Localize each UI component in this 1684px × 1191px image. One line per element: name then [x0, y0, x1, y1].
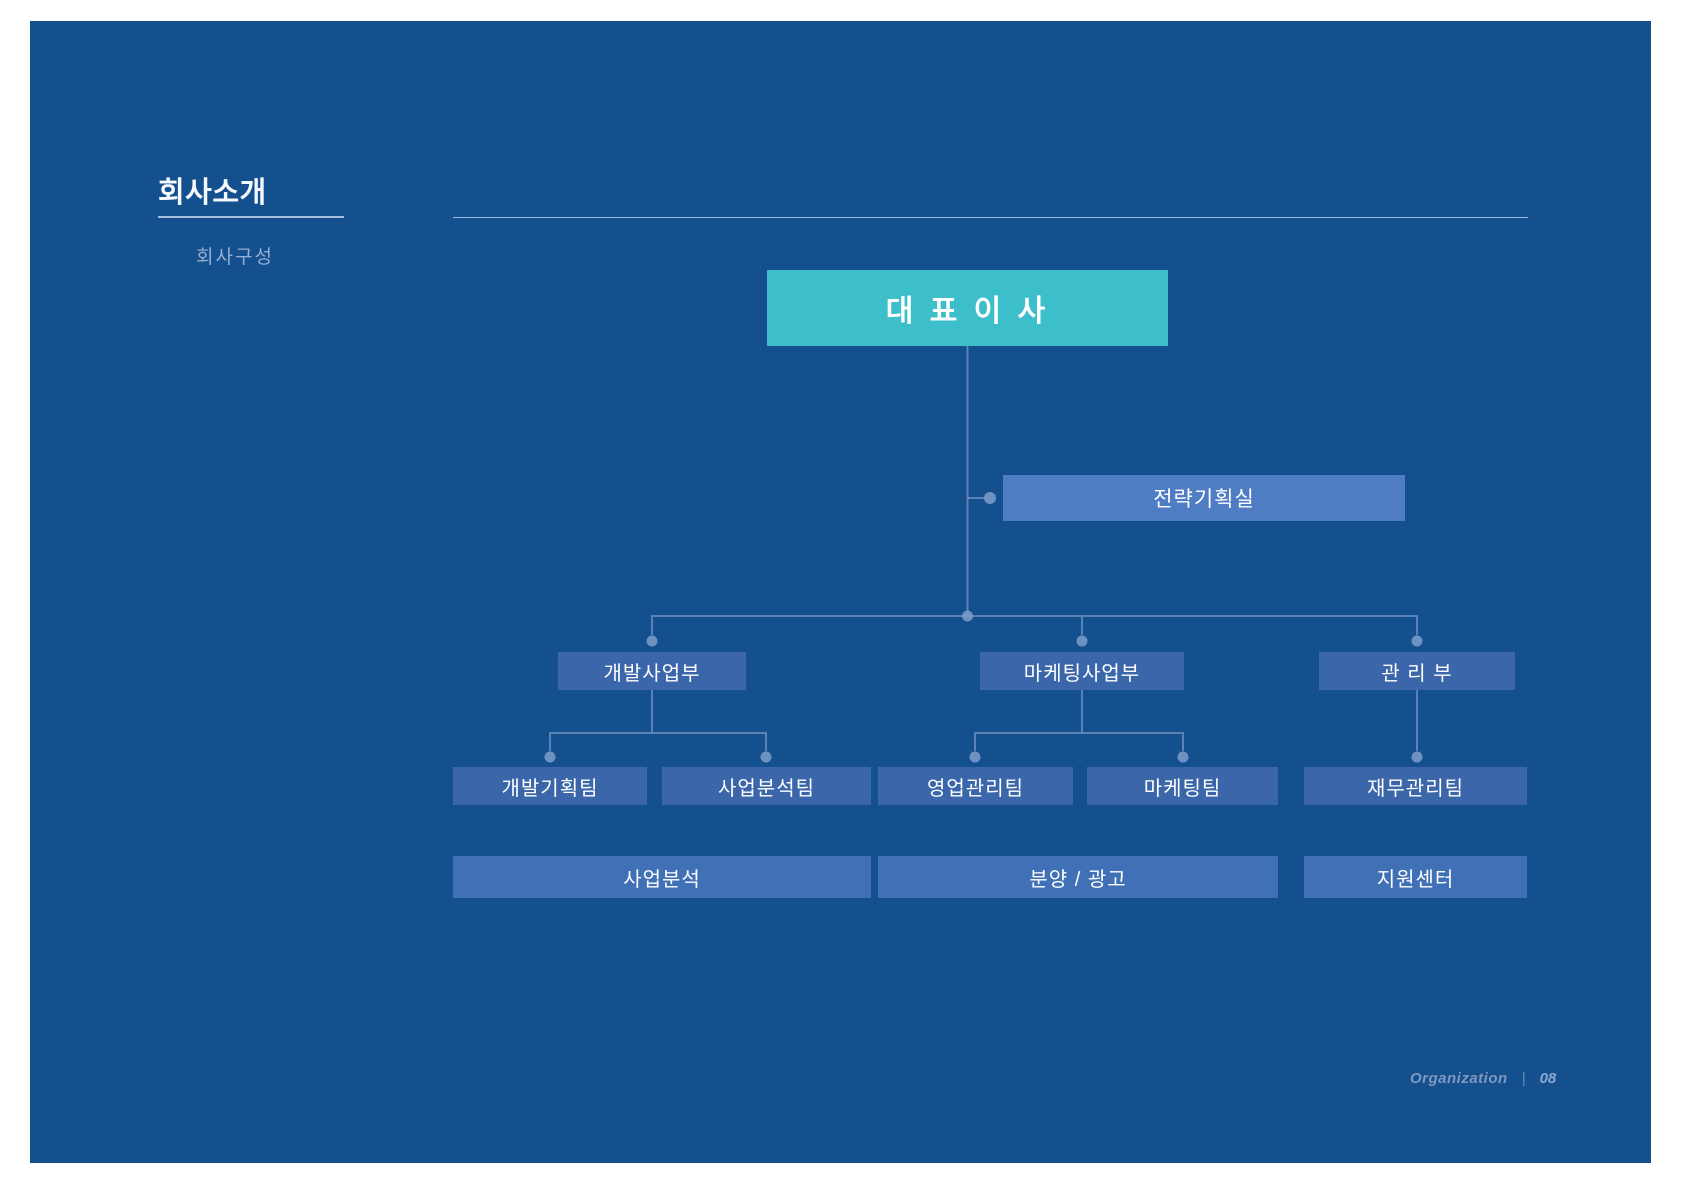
page-subtitle: 회사구성 [196, 247, 274, 268]
org-node-band-sales-ads: 분양 / 광고 [878, 856, 1278, 898]
org-node-team-biz-analysis: 사업분석팀 [662, 767, 871, 805]
org-node-strategic-planning: 전략기획실 [1003, 475, 1405, 521]
org-node-dept-development: 개발사업부 [558, 652, 746, 690]
org-node-team-sales-mgmt: 영업관리팀 [878, 767, 1073, 805]
footer-separator: | [1521, 1070, 1526, 1087]
org-node-team-dev-planning: 개발기획팀 [453, 767, 647, 805]
org-node-ceo: 대 표 이 사 [767, 270, 1168, 346]
marketing-sub-line [974, 690, 1184, 751]
page-number: 08 [1539, 1070, 1557, 1087]
dept-dot-marketing [1076, 635, 1088, 647]
team-dot-bizanalysis [760, 751, 772, 763]
team-dot-marketingteam [1177, 751, 1189, 763]
team-dot-devplan [544, 751, 556, 763]
org-node-team-finance: 재무관리팀 [1304, 767, 1527, 805]
org-connectors [544, 345, 1423, 763]
team-dot-salesmgmt [969, 751, 981, 763]
staff-branch-dot [984, 492, 996, 504]
footer-label: Organization [1410, 1070, 1508, 1087]
org-node-dept-admin: 관 리 부 [1319, 652, 1515, 690]
header-rule [453, 217, 1528, 218]
spine-junction-dot [962, 610, 973, 622]
dept-spine-line [651, 615, 1418, 635]
title-underline [158, 216, 344, 218]
dept-dot-development [646, 635, 658, 647]
dept-dot-admin [1411, 635, 1423, 647]
org-node-band-support-center: 지원센터 [1304, 856, 1527, 898]
page-title: 회사소개 [158, 177, 267, 209]
org-node-team-marketing: 마케팅팀 [1087, 767, 1278, 805]
org-node-band-biz-analysis: 사업분석 [453, 856, 871, 898]
team-dot-finance [1411, 751, 1423, 763]
slide: 회사소개 회사구성 대 표 이 사 전략기획실 개발사업부 마케팅사업부 관 리 [30, 21, 1651, 1163]
org-node-dept-marketing: 마케팅사업부 [980, 652, 1184, 690]
footer: Organization | 08 [1410, 1070, 1570, 1087]
development-sub-line [549, 690, 767, 751]
